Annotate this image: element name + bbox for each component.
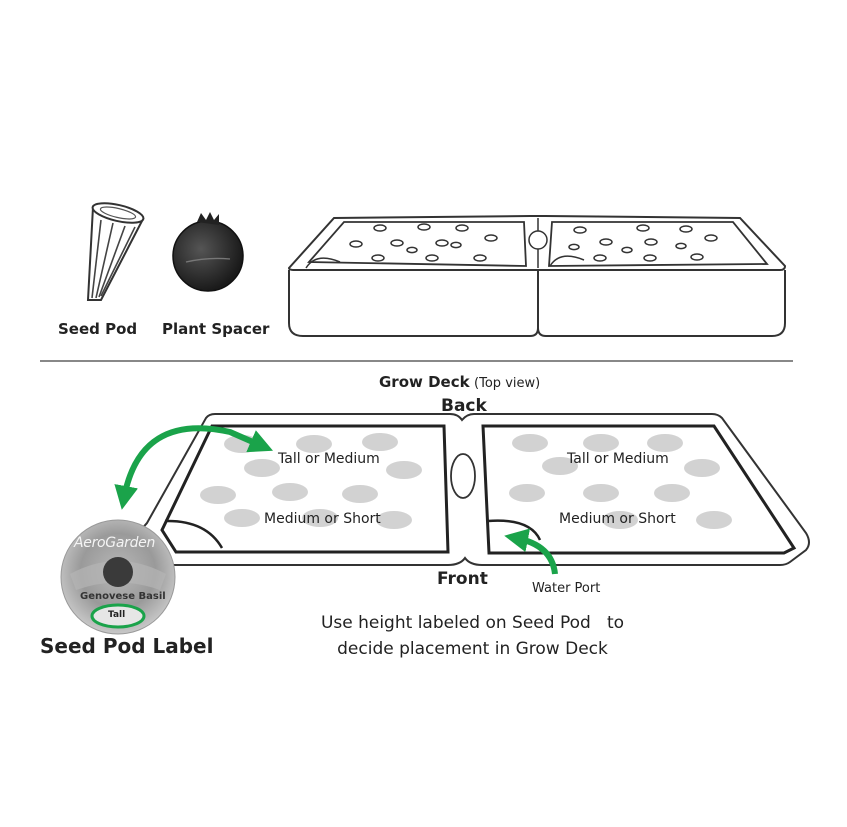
plant-spacer-caption: Plant Spacer [162,320,270,338]
water-port-label: Water Port [532,581,601,596]
plant-spacer-illustration [172,212,244,292]
grow-deck-subtitle: (Top view) [474,376,541,391]
zone-short-right: Medium or Short [559,511,676,527]
back-label: Back [441,396,487,416]
instruction-line-2: decide placement in Grow Deck [337,639,608,659]
grow-deck-heading: Grow Deck (Top view) [379,373,540,391]
placement-arrow [114,425,273,510]
instruction-text: Use height labeled on Seed Pod to decide… [300,610,645,662]
water-port-arrow [504,528,558,575]
seed-pod-caption: Seed Pod [58,320,138,338]
zone-short-left: Medium or Short [264,511,381,527]
grow-deck-title: Grow Deck [379,373,470,391]
label-plant-name: Genovese Basil [80,591,166,602]
zone-tall-left: Tall or Medium [278,451,380,467]
grow-deck-3d-illustration [287,214,787,337]
label-brand: AeroGarden [74,535,156,551]
label-height: Tall [108,610,126,620]
instruction-line-1: Use height labeled on Seed Pod to [320,613,625,633]
seed-pod-illustration [86,202,145,301]
front-label: Front [437,569,488,589]
zone-tall-right: Tall or Medium [567,451,669,467]
seed-pod-label-heading: Seed Pod Label [40,634,214,658]
seed-pod-label-disc [60,519,176,635]
